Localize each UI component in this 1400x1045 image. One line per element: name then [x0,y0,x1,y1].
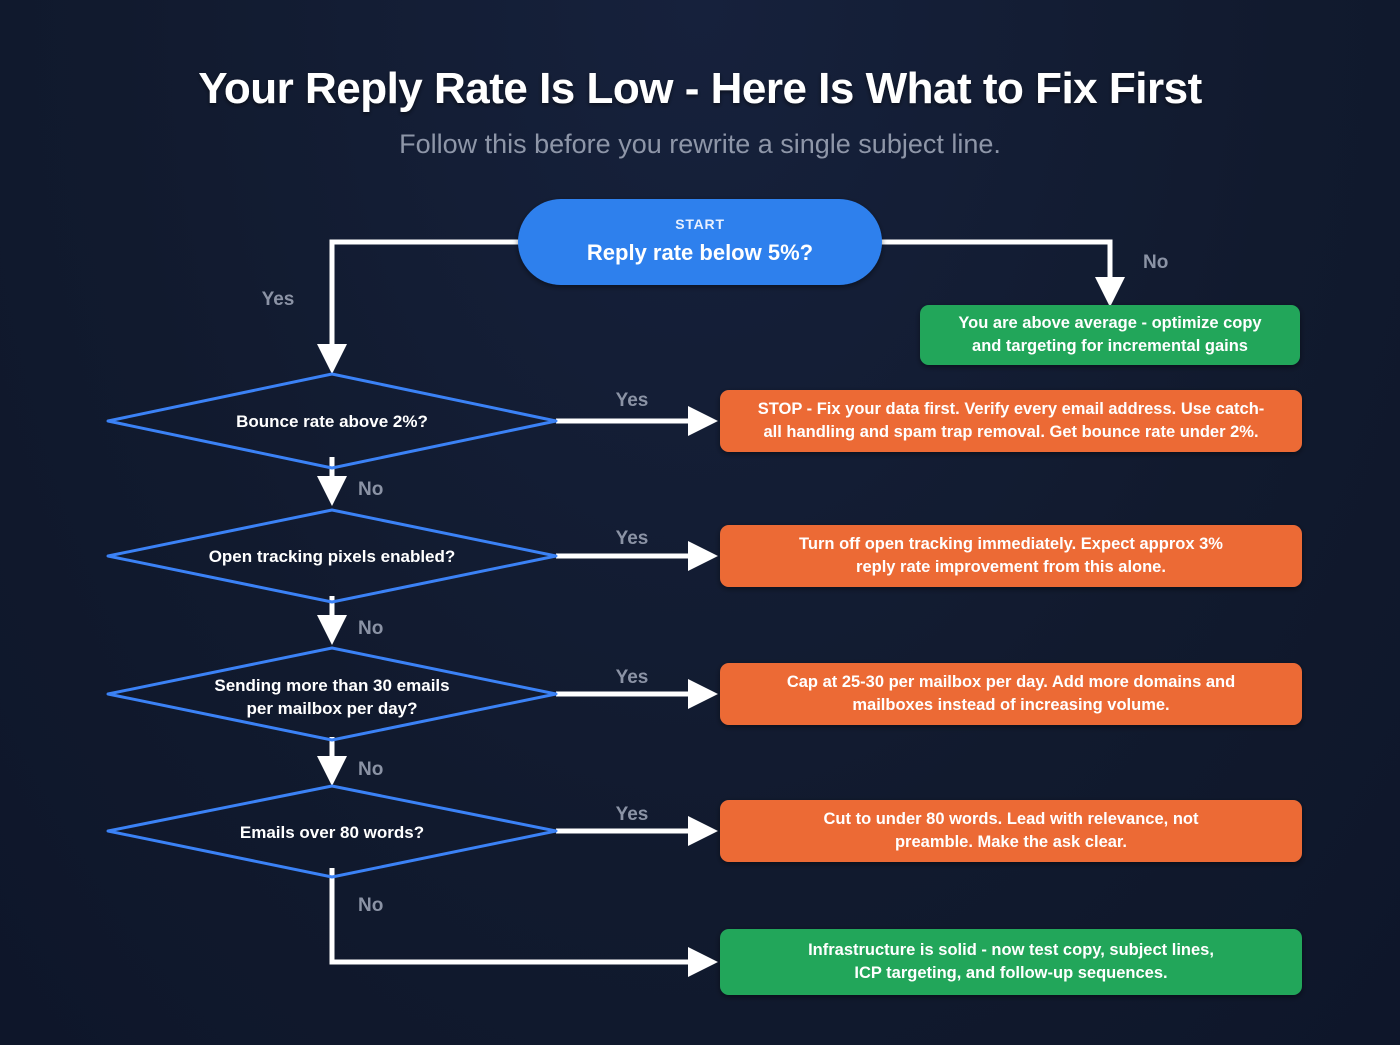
outcome-bounce-rate-line1: STOP - Fix your data first. Verify every… [758,400,1265,418]
decision-open-tracking[interactable]: Open tracking pixels enabled? [106,508,558,604]
connector-step4-no [329,868,718,977]
outcome-above-average-line2: and targeting for incremental gains [972,337,1248,355]
outcome-bounce-rate-box[interactable] [720,390,1302,452]
branch-label-step1-yes: Yes [616,390,649,411]
outcome-sending-volume-line2: mailboxes instead of increasing volume. [852,696,1169,714]
decision-open-tracking-shape[interactable] [106,508,558,604]
outcome-infrastructure-solid-box[interactable] [720,929,1302,995]
outcome-above-average-line1: You are above average - optimize copy [958,314,1262,332]
outcome-above-average-box[interactable] [920,305,1300,365]
decision-sending-volume-shape[interactable] [106,646,558,742]
branch-label-step3-no: No [358,759,383,780]
decision-open-tracking-label: Open tracking pixels enabled? [209,547,456,566]
connector-step3-no [317,737,347,786]
start-node-shape[interactable] [518,199,882,285]
connector-step1-yes [556,406,718,436]
outcome-sending-volume-box[interactable] [720,663,1302,725]
decision-sending-volume-label-line2: per mailbox per day? [247,699,418,718]
branch-label-step3-yes: Yes [616,667,649,688]
connector-step3-yes [556,679,718,709]
outcome-open-tracking-line1: Turn off open tracking immediately. Expe… [799,535,1223,553]
outcome-open-tracking-box[interactable] [720,525,1302,587]
outcome-open-tracking[interactable]: Turn off open tracking immediately. Expe… [720,525,1302,587]
connector-start-yes [317,239,520,374]
branch-label-step2-no: No [358,618,383,639]
branch-label-start-no: No [1143,252,1168,273]
branch-label-step4-yes: Yes [616,804,649,825]
outcome-open-tracking-line2: reply rate improvement from this alone. [856,558,1166,576]
outcome-above-average[interactable]: You are above average - optimize copy an… [920,305,1300,365]
decision-bounce-rate-shape[interactable] [106,372,558,470]
start-node-label: Reply rate below 5%? [587,240,813,265]
decision-email-length-shape[interactable] [106,784,558,879]
decision-sending-volume[interactable]: Sending more than 30 emails per mailbox … [106,646,558,742]
outcome-email-length-line2: preamble. Make the ask clear. [895,833,1127,851]
start-node[interactable]: START Reply rate below 5%? [518,199,882,285]
decision-bounce-rate-label: Bounce rate above 2%? [236,412,428,431]
branch-label-step4-no: No [358,895,383,916]
outcome-email-length-line1: Cut to under 80 words. Lead with relevan… [824,810,1199,828]
outcome-infrastructure-solid-line1: Infrastructure is solid - now test copy,… [808,941,1214,959]
branch-label-start-yes: Yes [262,289,295,310]
page-title: Your Reply Rate Is Low - Here Is What to… [198,64,1202,113]
outcome-sending-volume-line1: Cap at 25-30 per mailbox per day. Add mo… [787,673,1235,691]
page-subtitle: Follow this before you rewrite a single … [399,129,1001,159]
connector-start-no [880,239,1125,307]
outcome-infrastructure-solid-line2: ICP targeting, and follow-up sequences. [854,964,1167,982]
decision-email-length[interactable]: Emails over 80 words? [106,784,558,879]
decision-bounce-rate[interactable]: Bounce rate above 2%? [106,372,558,470]
branch-label-step1-no: No [358,479,383,500]
connector-layer [317,239,1125,977]
connector-step2-yes [556,541,718,571]
outcome-bounce-rate-line2: all handling and spam trap removal. Get … [763,423,1258,441]
outcome-email-length-box[interactable] [720,800,1302,862]
decision-email-length-label: Emails over 80 words? [240,823,424,842]
outcome-infrastructure-solid[interactable]: Infrastructure is solid - now test copy,… [720,929,1302,995]
connector-step4-yes [556,816,718,846]
branch-label-step2-yes: Yes [616,528,649,549]
outcome-bounce-rate[interactable]: STOP - Fix your data first. Verify every… [720,390,1302,452]
outcome-sending-volume[interactable]: Cap at 25-30 per mailbox per day. Add mo… [720,663,1302,725]
start-node-kicker: START [675,216,725,232]
outcome-email-length[interactable]: Cut to under 80 words. Lead with relevan… [720,800,1302,862]
decision-sending-volume-label-line1: Sending more than 30 emails [214,676,449,695]
connector-step2-no [317,596,347,645]
